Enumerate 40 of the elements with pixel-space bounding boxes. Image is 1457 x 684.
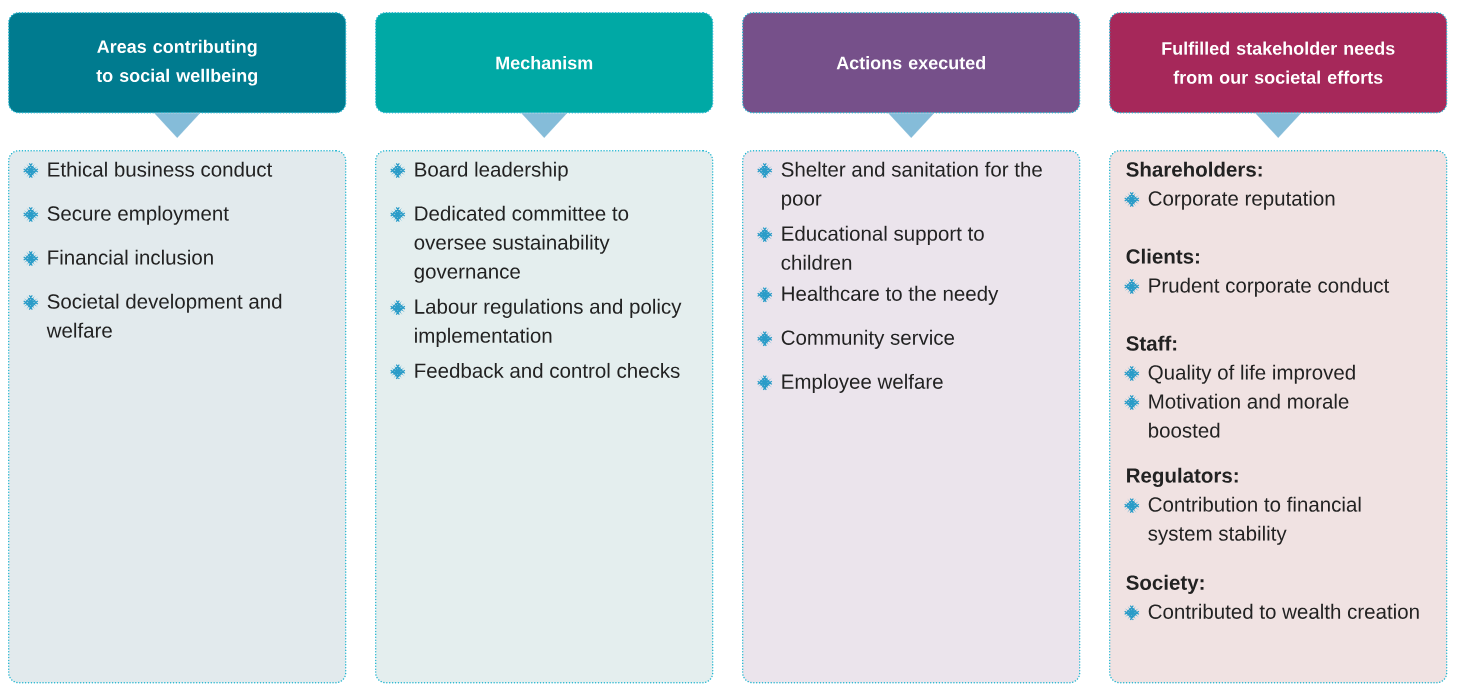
content-panel xyxy=(8,150,347,684)
list-item: Educational support to children xyxy=(781,225,984,270)
pointer-arrow xyxy=(521,112,568,138)
header-box xyxy=(742,12,1081,114)
header-title: Mechanism xyxy=(496,56,593,70)
list-item: Dedicated committee to oversee sustainability governance xyxy=(414,205,629,283)
pointer-arrow xyxy=(154,112,201,138)
header-title: Fulfilled stakeholder needs from our societal efforts xyxy=(1162,41,1395,84)
list-item: Financial inclusion xyxy=(48,249,213,265)
list-item: Shelter and sanitation for the poor xyxy=(781,161,1042,210)
list-item: Secure employment xyxy=(47,205,229,225)
header-title: Actions executed xyxy=(836,56,986,70)
pointer-arrow xyxy=(1255,112,1302,138)
content-panel xyxy=(742,150,1081,684)
header-title: Areas contributing to social wellbeing xyxy=(96,39,257,86)
list-item: Labour regulations and policy implementation xyxy=(415,298,682,347)
list-item: Healthcare to the needy xyxy=(782,285,999,305)
list-item: Contributed to wealth creation xyxy=(1148,603,1419,619)
group-heading: Society: xyxy=(1126,574,1204,594)
list-item: Quality of life improved xyxy=(1148,364,1355,384)
list-item: Feedback and control checks xyxy=(415,362,680,378)
list-item: Societal development and welfare xyxy=(46,293,282,338)
group-heading: Clients: xyxy=(1126,248,1199,264)
group-heading: Regulators: xyxy=(1127,467,1238,487)
group-heading: Staff: xyxy=(1126,335,1177,351)
content-panel xyxy=(1109,150,1448,684)
list-item: Community service xyxy=(781,329,955,349)
list-item: Board leadership xyxy=(415,161,568,181)
list-item: Ethical business conduct xyxy=(48,161,273,177)
list-item: Employee welfare xyxy=(782,373,943,393)
header-box xyxy=(1109,12,1448,114)
header-box xyxy=(8,12,347,114)
content-panel xyxy=(375,150,714,684)
header-box xyxy=(375,12,714,114)
list-item: Motivation and morale boosted xyxy=(1149,393,1349,438)
list-item: Contribution to financial system stability xyxy=(1148,496,1361,545)
pointer-arrow xyxy=(888,112,935,138)
list-item: Corporate reputation xyxy=(1148,190,1335,210)
group-heading: Shareholders: xyxy=(1126,161,1262,177)
list-item: Prudent corporate conduct xyxy=(1149,277,1390,297)
